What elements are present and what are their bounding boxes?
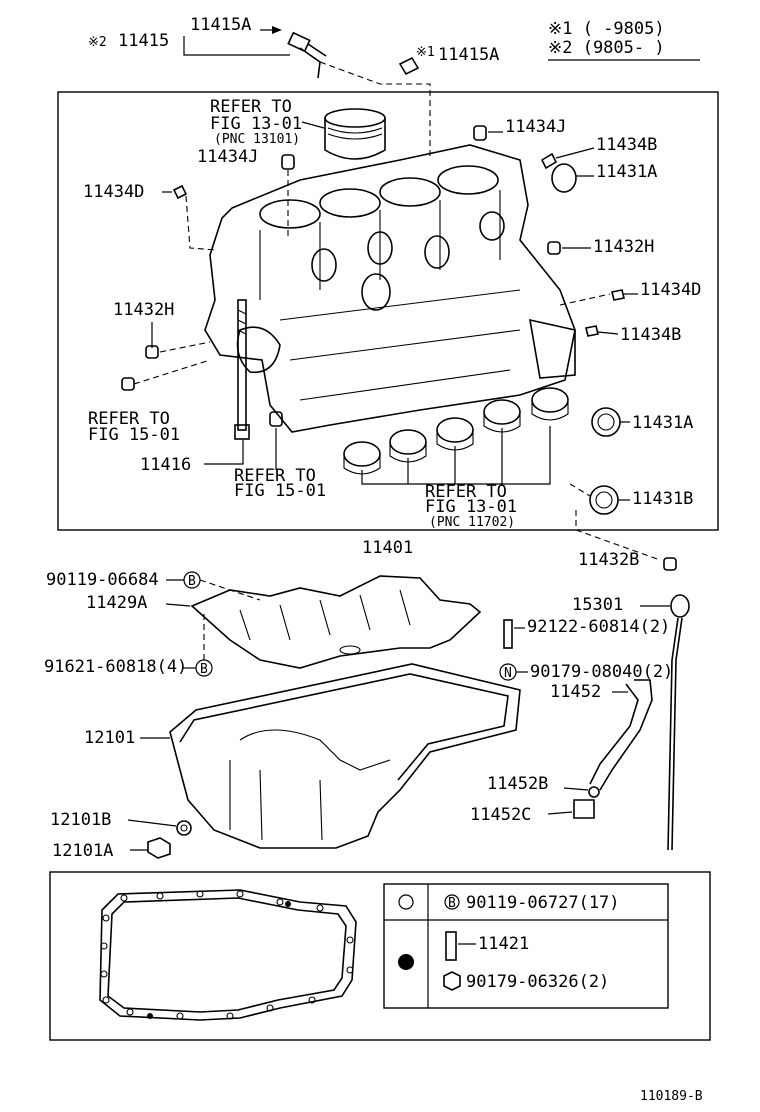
- label-12101B: 12101B: [50, 810, 111, 830]
- label-11431B: 11431B: [632, 489, 693, 509]
- label-11434D-left: 11434D: [83, 182, 144, 202]
- label-11415: 11415: [118, 31, 169, 51]
- ref-piston-line2: FIG 13-01: [210, 114, 302, 134]
- stud-92122: [503, 619, 513, 649]
- label-12101A: 12101A: [52, 841, 113, 861]
- label-11432H-right: 11432H: [593, 237, 654, 257]
- piston: [324, 108, 386, 160]
- legend-bolt-icon: [445, 931, 457, 961]
- oil-pan-baffle: [190, 575, 482, 669]
- label-11415A: 11415A: [438, 45, 499, 65]
- label-11434B-right: 11434B: [620, 325, 681, 345]
- legend-badge-B: B: [448, 896, 456, 911]
- label-11434J-left: 11434J: [197, 147, 258, 167]
- guide-11452C: [573, 799, 595, 819]
- note-1: ※1 ( -9805): [548, 19, 665, 39]
- legend-open-circle-icon: [398, 894, 414, 910]
- plug-11434D-left: [172, 184, 188, 200]
- oil-pressure-switch-2: [287, 31, 327, 79]
- label-11434D-right: 11434D: [640, 280, 701, 300]
- badge-B-top: B: [188, 574, 196, 589]
- plug-ref-fig15-mid: [269, 411, 283, 427]
- gasket-bolt-holes: [100, 890, 354, 1020]
- dipstick: [667, 594, 690, 851]
- label-11432H-left: 11432H: [113, 300, 174, 320]
- plug-11434J-right: [473, 125, 487, 141]
- label-11429A: 11429A: [86, 593, 147, 613]
- label-91621-60818: 91621-60818(4): [44, 657, 187, 677]
- plug-11432H-left: [145, 345, 159, 359]
- drain-plug-12101A: [147, 837, 171, 859]
- stud-11416: [234, 299, 250, 440]
- label-92122-60814: 92122-60814(2): [527, 617, 670, 637]
- plug-11432H-right: [547, 241, 561, 255]
- label-11434B-top: 11434B: [596, 135, 657, 155]
- plug-11434D-right: [611, 289, 625, 301]
- label-11431A-top: 11431A: [596, 162, 657, 182]
- figure-id: 110189-B: [640, 1089, 703, 1104]
- label-11415A-top: 11415A: [190, 15, 251, 35]
- label-11432B: 11432B: [578, 550, 639, 570]
- badge-B-bottom: B: [200, 662, 208, 677]
- oil-pan-gasket: [99, 889, 357, 1021]
- label-11431A-lower: 11431A: [632, 413, 693, 433]
- label-15301: 15301: [572, 595, 623, 615]
- ref-bearing-line3: (PNC 11702): [429, 515, 515, 530]
- legend-row-1: 90119-06727(17): [466, 893, 620, 913]
- mark-2: ※2: [88, 35, 107, 50]
- label-11452C: 11452C: [470, 805, 531, 825]
- ref-piston-line1: REFER TO: [210, 97, 292, 117]
- oil-pressure-switch-1: [398, 56, 420, 76]
- dipstick-guide: [589, 679, 653, 791]
- ref-fig15-a-line1: REFER TO: [88, 409, 170, 429]
- ref-bearing-line1: REFER TO: [425, 482, 507, 502]
- mark-1: ※1: [416, 45, 435, 60]
- plug-11432B: [663, 557, 677, 571]
- legend-nut-icon: [443, 971, 461, 991]
- label-11416: 11416: [140, 455, 191, 475]
- oil-pan: [169, 663, 521, 849]
- badge-N: N: [504, 666, 512, 681]
- legend-row-3: 90179-06326(2): [466, 972, 609, 992]
- gasket-detail-frame: [49, 871, 711, 1041]
- cylinder-block: [204, 144, 576, 433]
- ref-fig15-b-line2: FIG 15-01: [234, 481, 326, 501]
- gasket-12101B: [176, 820, 192, 836]
- legend-row-2: 11421: [478, 934, 529, 954]
- label-11401: 11401: [362, 538, 413, 558]
- legend-filled-circle-icon: [398, 954, 414, 970]
- label-11452: 11452: [550, 682, 601, 702]
- ref-fig15-a-line2: FIG 15-01: [88, 425, 180, 445]
- fastener-legend: B 90119-06727(17) 11421 90179-06326(2): [383, 883, 669, 1009]
- plug-11434B-top: [540, 152, 558, 170]
- plug-11434J-left: [281, 154, 295, 170]
- label-90119-06684: 90119-06684: [46, 570, 159, 590]
- plug-ref-fig15-left: [121, 377, 135, 391]
- label-12101: 12101: [84, 728, 135, 748]
- label-90179-08040: 90179-08040(2): [530, 662, 673, 682]
- ref-bearing-line2: FIG 13-01: [425, 497, 517, 517]
- label-11434J-right: 11434J: [505, 117, 566, 137]
- seal-11431A: [591, 407, 621, 437]
- crank-bearings: [343, 387, 569, 475]
- o-ring-11452B: [588, 786, 600, 798]
- ref-piston-line3: (PNC 13101): [214, 132, 300, 147]
- note-2: ※2 (9805- ): [548, 38, 665, 58]
- plug-11434B-right: [585, 325, 599, 337]
- cylinder-block-frame: [57, 91, 719, 531]
- plug-11431A-top: [551, 163, 577, 193]
- ref-fig15-b-line1: REFER TO: [234, 466, 316, 486]
- seal-11431B: [589, 485, 619, 515]
- version-notes: ※1 ( -9805) ※2 (9805- ): [548, 19, 700, 61]
- label-11452B: 11452B: [487, 774, 548, 794]
